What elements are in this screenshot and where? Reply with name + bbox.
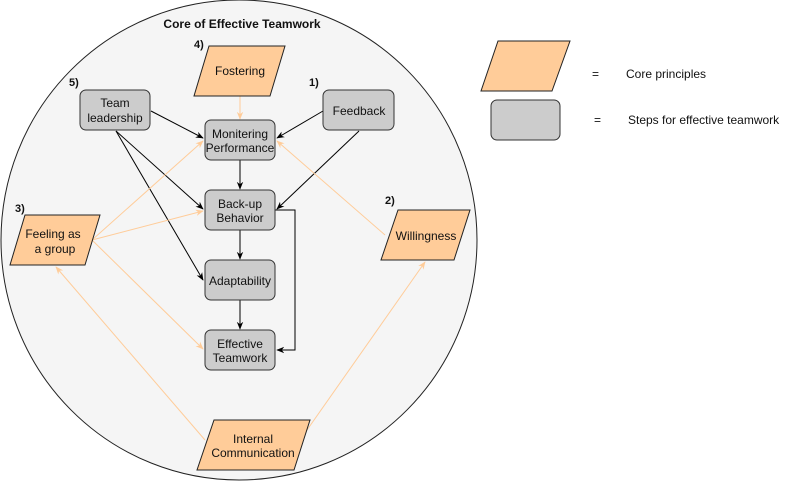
feedback-number: 1): [309, 77, 319, 89]
edge-internal-feeling: [55, 266, 206, 441]
backup-label-line1: Back-up: [218, 197, 262, 211]
edge-backup-effective: [275, 209, 296, 354]
monitoring-label-line1: Monitering: [212, 127, 268, 141]
step-effective-teamwork[interactable]: Effective Teamwork: [204, 329, 276, 371]
fostering-number: 4): [194, 39, 204, 51]
edge-leadership-monitoring: [150, 110, 204, 139]
legend-principle-equals: =: [592, 67, 599, 81]
willingness-label: Willingness: [396, 229, 457, 243]
legend-principle-label: Core principles: [626, 67, 706, 81]
effective-label-line2: Teamwork: [213, 351, 269, 365]
step-monitoring-performance[interactable]: Monitering Performance: [204, 119, 276, 161]
feedback-label: Feedback: [333, 104, 387, 118]
edge-feedback-monitoring: [276, 110, 324, 139]
step-feedback[interactable]: Feedback 1): [309, 77, 395, 131]
willingness-number: 2): [385, 195, 395, 207]
edge-leadership-backup: [115, 130, 204, 210]
legend-step-swatch: [490, 99, 561, 141]
edge-feeling-backup: [91, 209, 204, 241]
internal-label-line2: Communication: [211, 446, 294, 460]
step-backup-behavior[interactable]: Back-up Behavior: [204, 189, 276, 231]
adaptability-label: Adaptability: [209, 274, 271, 288]
legend: = Core principles = Steps for effective …: [480, 40, 780, 141]
edge-willingness-monitoring: [276, 140, 386, 236]
edge-internal-willingness: [299, 261, 426, 441]
connectors: [55, 96, 426, 441]
feeling-label-line1: Feeling as: [25, 227, 80, 241]
backup-label-line2: Behavior: [216, 211, 263, 225]
edge-feedback-backup: [276, 130, 360, 210]
step-team-leadership[interactable]: Team leadership 5): [69, 77, 151, 131]
legend-step-label: Steps for effective teamwork: [628, 113, 780, 127]
leadership-number: 5): [69, 77, 79, 89]
principle-feeling-as-a-group[interactable]: Feeling as a group 3): [9, 203, 101, 266]
legend-step: = Steps for effective teamwork: [490, 99, 780, 141]
feeling-number: 3): [15, 203, 25, 215]
monitoring-label-line2: Performance: [206, 141, 275, 155]
edge-feeling-monitoring: [91, 140, 204, 241]
legend-step-equals: =: [594, 113, 601, 127]
edge-leadership-adaptability: [115, 130, 204, 281]
step-adaptability[interactable]: Adaptability: [204, 259, 276, 301]
legend-principle: = Core principles: [480, 40, 706, 92]
internal-label-line1: Internal: [233, 432, 273, 446]
principle-fostering[interactable]: Fostering 4): [193, 39, 286, 97]
diagram-title: Core of Effective Teamwork: [163, 17, 320, 31]
feeling-label-line2: a group: [35, 242, 76, 256]
edge-feeling-effective: [91, 239, 204, 350]
fostering-label: Fostering: [215, 64, 265, 78]
principle-willingness[interactable]: Willingness 2): [380, 195, 471, 261]
effective-label-line1: Effective: [217, 337, 263, 351]
leadership-label-line1: Team: [100, 96, 129, 110]
legend-principle-swatch: [480, 40, 571, 92]
principle-internal-communication[interactable]: Internal Communication: [196, 419, 311, 471]
leadership-label-line2: leadership: [87, 111, 143, 125]
